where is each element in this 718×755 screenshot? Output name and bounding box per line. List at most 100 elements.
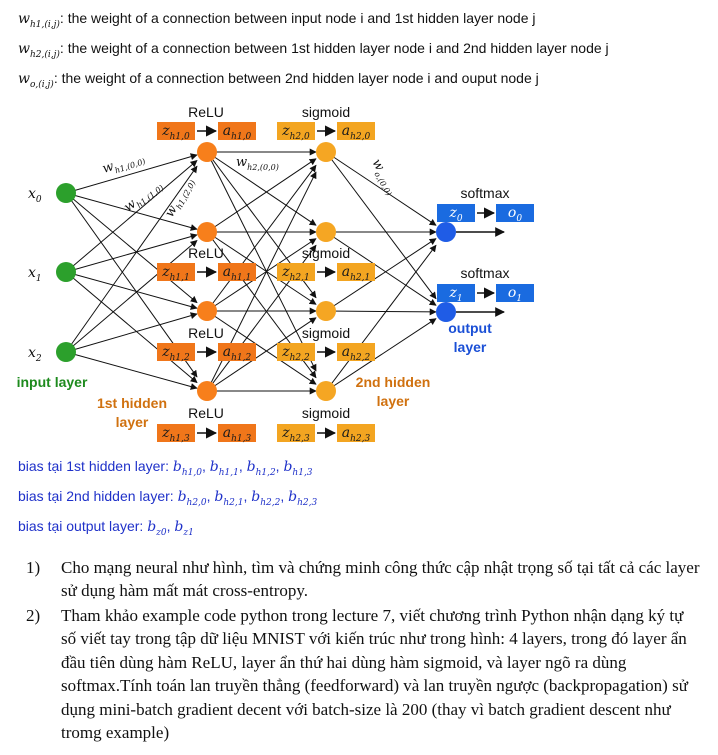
connection-edge (65, 312, 198, 353)
output-node (436, 302, 456, 322)
math-subscript: h1,2 (170, 353, 190, 363)
math-subscript: h2,2 (350, 353, 370, 363)
math-subscript: h1,(2,0) (175, 179, 198, 211)
math-subscript: h1,3 (231, 434, 251, 444)
math-symbol: x (28, 265, 36, 281)
hidden1-node (197, 301, 217, 321)
bias-term-sub: h1,0 (181, 468, 202, 478)
bias-term-sub: z1 (183, 528, 194, 538)
definition-symbol: w (18, 71, 30, 87)
input-node (56, 183, 76, 203)
bias-h1-line: bias tại 1st hidden layer: bh1,0, bh1,1,… (18, 458, 313, 478)
math-subscript: h2,0 (290, 132, 310, 142)
math-symbol: a (223, 123, 231, 139)
connection-edge (206, 151, 317, 372)
hidden1-value-a-label: ah1,3 (223, 425, 252, 444)
bias-term-sub: h2,0 (186, 498, 207, 508)
hidden2-value-a-box (337, 343, 375, 361)
hidden1-node (197, 222, 217, 242)
output-value-a-label: o0 (508, 205, 522, 224)
relu-label: ReLU (188, 245, 224, 261)
weight-label-h1-20: wh1,(2,0) (162, 175, 197, 221)
hidden2-value-a-label: ah2,3 (342, 425, 371, 444)
bias-term-sub: h2,3 (297, 498, 318, 508)
connection-edge (65, 271, 198, 384)
bias-term: b (174, 519, 184, 535)
definition-text: : the weight of a connection between inp… (59, 10, 536, 26)
output-value-z-label: z1 (448, 285, 462, 304)
bias-term: b (288, 489, 298, 505)
bias-prefix: bias tại 2nd hidden layer: (18, 488, 178, 504)
question-number: 2) (26, 606, 41, 625)
connection-edge (206, 164, 317, 312)
math-subscript: o,(0,0) (372, 170, 393, 197)
connection-edge (206, 231, 317, 305)
hidden1-value-a-box (218, 122, 256, 140)
definition-subscript: h2,(i,j) (29, 50, 60, 60)
bias-term: b (251, 489, 261, 505)
hidden1-value-z-label: zh1,1 (161, 264, 190, 283)
hidden2-value-z-box (277, 343, 315, 361)
hidden2-value-z-label: zh2,0 (281, 123, 310, 142)
math-subscript: h1,0 (231, 132, 251, 142)
math-symbol: z (281, 264, 290, 280)
hidden1-value-a-box (218, 263, 256, 281)
connection-edge (206, 151, 317, 226)
math-symbol: z (281, 425, 290, 441)
sigmoid-label: sigmoid (302, 325, 350, 341)
hidden1-value-a-box (218, 424, 256, 442)
network-nodes (56, 142, 456, 401)
hidden1-value-a-label: ah1,0 (223, 123, 252, 142)
question-2: 2) Tham khảo example code python trong l… (26, 604, 701, 744)
math-symbol: z (448, 285, 457, 301)
math-subscript: h1,1 (231, 273, 251, 283)
math-subscript: h1,1 (170, 273, 190, 283)
hidden2-value-a-label: ah2,2 (342, 344, 371, 363)
hidden2-value-a-box (337, 424, 375, 442)
math-symbol: x (28, 186, 36, 202)
bias-term: b (172, 459, 182, 475)
connection-edge (325, 231, 437, 306)
connection-edge (65, 192, 198, 304)
math-symbol: z (281, 123, 290, 139)
hidden2-value-z-box (277, 424, 315, 442)
definition-text: : the weight of a connection between 2nd… (53, 70, 539, 86)
math-symbol: z (161, 344, 170, 360)
math-symbol: a (342, 264, 350, 280)
bias-term: b (283, 459, 293, 475)
math-symbol: z (161, 123, 170, 139)
math-symbol: o (508, 285, 516, 301)
hidden2-value-a-box (337, 263, 375, 281)
math-subscript: 1 (36, 274, 42, 284)
hidden1-value-a-box (218, 343, 256, 361)
math-subscript: h2,(0,0) (247, 163, 279, 172)
hidden2-layer-label: layer (377, 393, 410, 409)
hidden2-node (316, 301, 336, 321)
output-value-a-box (496, 284, 534, 302)
math-subscript: h2,3 (350, 434, 370, 444)
connection-edge (65, 165, 198, 353)
connection-edge (325, 318, 437, 392)
sigmoid-label: sigmoid (302, 245, 350, 261)
connection-edge (65, 192, 198, 231)
connection-edge (65, 153, 198, 194)
output-layer-label: output (448, 320, 492, 336)
connection-edge (206, 310, 317, 385)
math-subscript: h2,0 (350, 132, 370, 142)
input-layer-label: input layer (17, 374, 88, 390)
bias-term: b (246, 459, 256, 475)
bias-output-line: bias tại output layer: bz0, bz1 (18, 518, 194, 538)
diagram-labels: x0x1x2ReLUReLUReLUReLUsigmoidsigmoidsigm… (17, 104, 510, 430)
hidden2-node (316, 381, 336, 401)
definition-symbol: w (18, 41, 30, 57)
bias-prefix: bias tại output layer: (18, 518, 148, 534)
hidden2-value-z-label: zh2,1 (281, 264, 310, 283)
math-symbol: a (223, 425, 231, 441)
hidden2-node (316, 222, 336, 242)
output-value-z-box (437, 204, 475, 222)
definition-subscript: o,(i,j) (29, 80, 54, 90)
definition-symbol: w (18, 11, 30, 27)
hidden1-value-z-box (157, 343, 195, 361)
math-symbol: z (448, 205, 457, 221)
definition-subscript: h1,(i,j) (29, 20, 60, 30)
